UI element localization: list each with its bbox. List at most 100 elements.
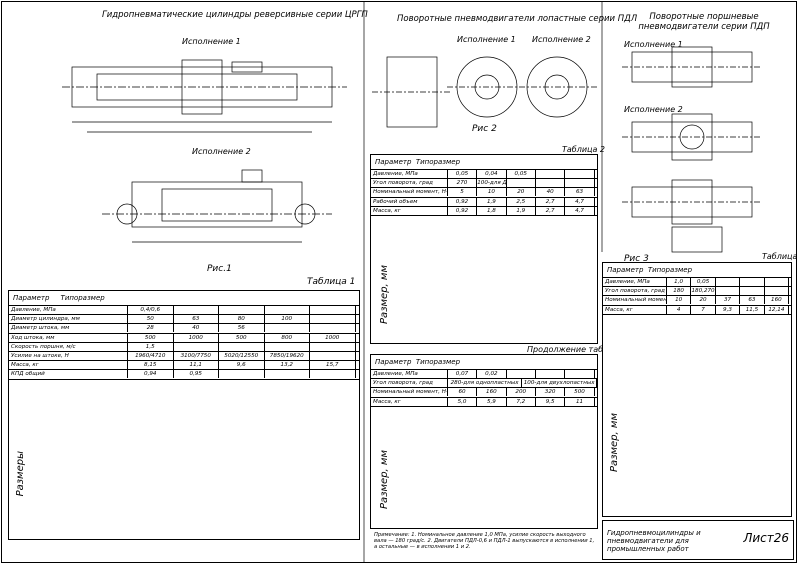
table-cell bbox=[536, 370, 566, 378]
table-cell: 5 bbox=[448, 188, 478, 197]
table-cell: Скорость поршня, м/с bbox=[9, 342, 128, 351]
variant-label-center-2: Исполнение 2 bbox=[532, 35, 591, 44]
table-cell: Размер, мм bbox=[609, 413, 620, 472]
table-cell bbox=[310, 370, 356, 379]
table-cell: 13,2 bbox=[265, 361, 310, 370]
table-cell: 0,07 bbox=[448, 370, 478, 378]
table-cell: 280-для одноплаcтных bbox=[448, 379, 523, 388]
table-cell: 0,02 bbox=[477, 370, 507, 378]
heading-center: Поворотные пневмодвигатели лопастные сер… bbox=[397, 14, 638, 24]
table-cell bbox=[174, 342, 219, 351]
table-cell: Давление, МПа bbox=[603, 278, 667, 286]
pdp-view-4 bbox=[671, 226, 723, 253]
table-cell: 7 bbox=[691, 305, 716, 314]
table-cell: 11,5 bbox=[740, 305, 765, 314]
table-cell: 5,0 bbox=[448, 397, 478, 406]
table-cell: 4,7 bbox=[565, 197, 595, 206]
table-cell: 5020/12550 bbox=[219, 351, 265, 360]
table-cell: 11 bbox=[565, 397, 595, 406]
heading-left: Гидропневматические цилиндры реверсивные… bbox=[102, 10, 368, 20]
figure-label-1: Рис.1 bbox=[207, 264, 232, 274]
table-cell: 56 bbox=[219, 324, 265, 333]
table-cell: Диаметр штока, мм bbox=[9, 324, 128, 333]
table-cell: Масса, кг bbox=[371, 397, 448, 406]
table-row: Номинальный момент, Н·м10203763160 bbox=[603, 296, 791, 306]
table-cell: 40 bbox=[174, 324, 219, 333]
table-cell: Параметр bbox=[375, 358, 412, 366]
table-cell: 100-для двухлопастных bbox=[522, 379, 597, 388]
table-1-dims-label: Размеры bbox=[15, 451, 26, 497]
table-cell: 63 bbox=[740, 296, 765, 305]
table-cell: Масса, кг bbox=[603, 305, 667, 314]
table-cell: 80 bbox=[219, 315, 265, 324]
table-cell bbox=[716, 287, 741, 296]
table-cell: 800 bbox=[265, 333, 310, 342]
table-cell: Размер, мм bbox=[379, 265, 390, 324]
table-cell: 4,7 bbox=[565, 206, 595, 215]
table-cell: 0,94 bbox=[128, 370, 174, 379]
table-cell bbox=[765, 287, 790, 296]
table-cell: 12,14 bbox=[765, 305, 790, 314]
table-cell: 320 bbox=[536, 388, 566, 397]
table-2b-caption: Продолжение табл.2 bbox=[527, 345, 616, 354]
table-cell: Давление, МПа bbox=[371, 370, 448, 378]
table-cell: 63 bbox=[174, 315, 219, 324]
table-header: Параметр Типоразмер bbox=[371, 155, 597, 170]
table-cell bbox=[310, 315, 356, 324]
table-cell: Параметр bbox=[375, 158, 412, 166]
table-cell: 1000 bbox=[174, 333, 219, 342]
figure-label-2: Рис 2 bbox=[472, 124, 497, 134]
table-3-caption: Таблица 3 bbox=[762, 252, 797, 261]
table-cell: 0,95 bbox=[174, 370, 219, 379]
table-cell: 60 bbox=[448, 388, 478, 397]
table-header: Параметр Типоразмер bbox=[371, 355, 597, 370]
table-cell: Номинальный момент, Н·м bbox=[373, 388, 448, 397]
table-cell: Масса, кг bbox=[9, 361, 128, 370]
table-cell bbox=[310, 342, 356, 351]
table-cell: КПД общий bbox=[9, 370, 128, 379]
table-cell: 160 bbox=[765, 296, 790, 305]
table-cell: Ход штока, мм bbox=[9, 333, 128, 342]
table-cell: 2,7 bbox=[536, 206, 566, 215]
table-cell bbox=[219, 342, 265, 351]
figure-label-3: Рис 3 bbox=[624, 254, 649, 264]
variant-label-right-2: Исполнение 2 bbox=[624, 105, 683, 114]
table-cell bbox=[219, 370, 265, 379]
table-cell: Размер, мм bbox=[379, 450, 390, 509]
table-cell bbox=[536, 179, 566, 188]
table-cell bbox=[507, 179, 536, 188]
table-header: Параметр Типоразмер bbox=[9, 291, 359, 306]
table-cell bbox=[536, 170, 566, 178]
table-cell: 500 bbox=[565, 388, 595, 397]
table-cell: Типоразмер bbox=[415, 158, 461, 166]
table-cell: Масса, кг bbox=[371, 206, 448, 215]
variant-label-right-1: Исполнение 1 bbox=[624, 40, 683, 49]
table-cell: 100-для ДПЛ bbox=[477, 179, 507, 188]
title-block-sheet: Лист26 bbox=[743, 531, 789, 545]
table-cell bbox=[174, 306, 219, 314]
table-1-caption: Таблица 1 bbox=[307, 277, 356, 287]
table-cell bbox=[565, 179, 595, 188]
table-cell bbox=[716, 278, 741, 286]
table-cell: Типоразмер bbox=[415, 358, 461, 366]
variant-label-center-1: Исполнение 1 bbox=[457, 35, 516, 44]
table-cell bbox=[507, 370, 536, 378]
table-cell: 8,15 bbox=[128, 361, 174, 370]
table-cell: 28 bbox=[128, 324, 174, 333]
table-cell bbox=[310, 351, 356, 360]
table-cell: 180,270 bbox=[691, 287, 716, 296]
